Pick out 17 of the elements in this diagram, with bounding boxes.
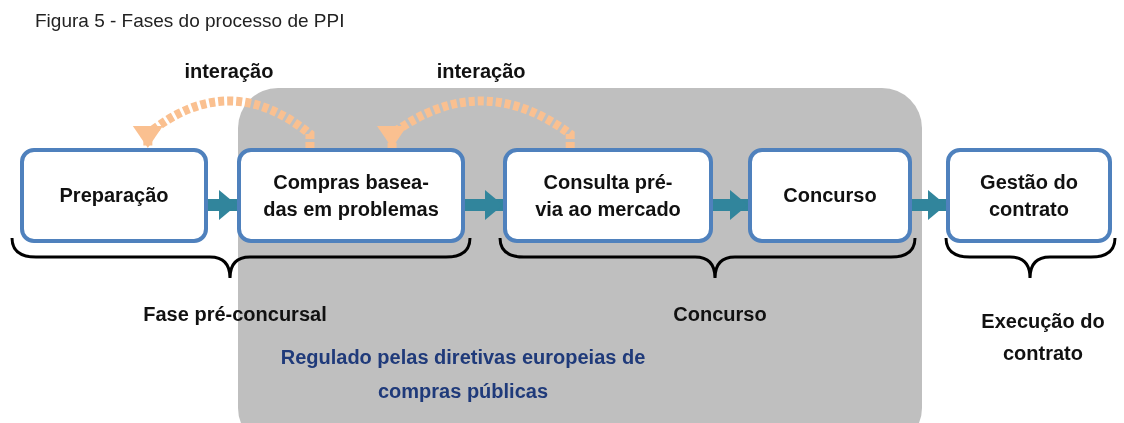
edge-label: interação (184, 60, 274, 83)
arrow (465, 190, 503, 220)
arrow (713, 190, 748, 220)
edge-label: interação (436, 60, 526, 83)
phase-label: Fase pré-concursal (142, 302, 328, 327)
process-box: Consulta pré- via ao mercado (503, 148, 713, 243)
region-caption: Regulado pelas diretivas europeias de compras públicas (279, 345, 647, 404)
phase-label: Concurso (672, 302, 768, 327)
process-box: Compras basea- das em problemas (237, 148, 465, 243)
figure-title: Figura 5 - Fases do processo de PPI (35, 10, 345, 32)
arrow (208, 190, 237, 220)
arrow (912, 190, 946, 220)
phase-label: Execução do contrato (980, 309, 1106, 366)
process-box: Preparação (20, 148, 208, 243)
process-box: Gestão do contrato (946, 148, 1112, 243)
process-box: Concurso (748, 148, 912, 243)
curved-arrow (132, 96, 315, 148)
